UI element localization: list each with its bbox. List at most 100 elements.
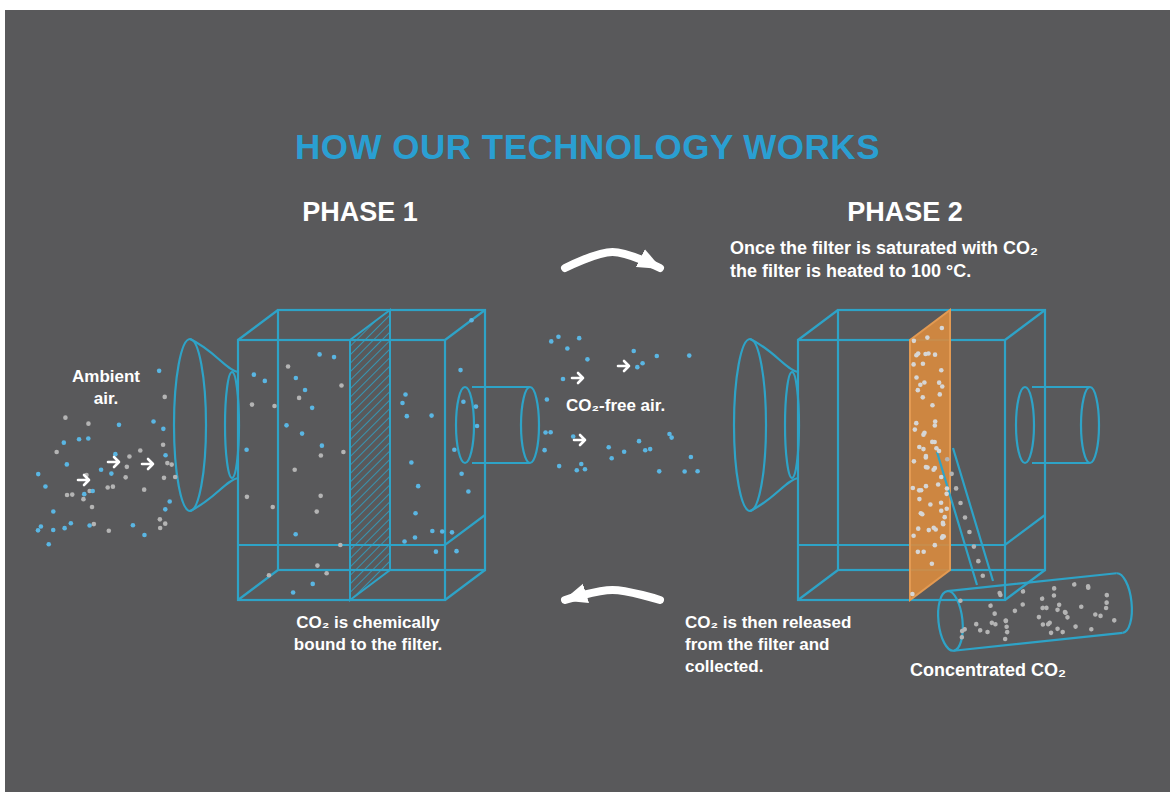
- molecule-dot: [928, 502, 933, 507]
- molecule-dot: [315, 563, 320, 568]
- filter-hatched: [350, 310, 390, 600]
- molecule-dot: [542, 448, 547, 453]
- molecule-dot: [924, 465, 929, 470]
- molecule-dot: [105, 485, 110, 490]
- molecule-dot: [163, 521, 168, 526]
- molecule-dot: [997, 590, 1002, 595]
- capture-unit: [174, 310, 539, 600]
- air-label: CO₂-free air.: [566, 395, 665, 417]
- molecule-dot: [454, 549, 459, 554]
- molecule-dot: [941, 522, 946, 527]
- molecule-dot: [320, 443, 325, 448]
- molecule-dot: [339, 383, 344, 388]
- molecule-dot: [912, 459, 917, 464]
- molecule-dot: [549, 339, 554, 344]
- molecule-dot: [86, 421, 91, 426]
- molecule-dot: [577, 336, 582, 341]
- cycle-arrow: [565, 252, 660, 268]
- molecule-dot: [939, 368, 944, 373]
- flow-arrow: [78, 475, 89, 485]
- molecule-dot: [1003, 636, 1008, 641]
- molecule-dot: [36, 472, 41, 477]
- molecule-dot: [405, 414, 410, 419]
- molecule-dot: [939, 475, 944, 480]
- molecule-dot: [99, 467, 104, 472]
- molecule-dot: [945, 486, 950, 491]
- molecule-dot: [967, 530, 972, 535]
- molecule-dot: [270, 505, 275, 510]
- phase-caption: CO₂ is then released from the filter and…: [685, 612, 885, 678]
- molecule-dot: [958, 501, 963, 506]
- molecule-dot: [263, 379, 268, 384]
- molecule-dot: [440, 529, 445, 534]
- molecule-dot: [466, 489, 471, 494]
- molecule-dot: [161, 427, 166, 432]
- molecule-dot: [579, 462, 584, 467]
- molecule-dot: [310, 582, 315, 587]
- molecule-dot: [324, 571, 329, 576]
- molecule-dot: [162, 476, 167, 481]
- molecule-dot: [284, 423, 289, 428]
- molecule-dot: [131, 523, 136, 528]
- molecule-dot: [557, 464, 562, 469]
- molecule-dot: [452, 447, 457, 452]
- flow-arrow: [574, 435, 585, 445]
- molecule-dot: [920, 395, 925, 400]
- air-label: Ambient air.: [58, 366, 154, 410]
- molecule-dot: [250, 402, 255, 407]
- molecule-dot: [945, 457, 950, 462]
- molecule-dot: [606, 445, 611, 450]
- molecule-dot: [936, 482, 941, 487]
- molecule-dot: [1020, 589, 1025, 594]
- molecule-dot: [914, 353, 919, 358]
- molecule-dot: [640, 361, 645, 366]
- tank-end: [1116, 572, 1134, 633]
- molecule-dot: [974, 622, 979, 627]
- molecule-dot: [635, 365, 640, 370]
- molecule-dot: [919, 511, 924, 516]
- molecule-dot: [682, 469, 687, 474]
- molecule-dot: [430, 529, 435, 534]
- molecule-dot: [583, 467, 588, 472]
- molecule-dot: [1003, 618, 1008, 623]
- molecule-dot: [400, 401, 405, 406]
- molecule-dot: [937, 449, 942, 454]
- molecule-dot: [985, 630, 990, 635]
- molecule-dot: [1057, 602, 1062, 607]
- molecule-dot: [403, 392, 408, 397]
- molecule-dot: [1005, 630, 1010, 635]
- molecule-dot: [565, 346, 570, 351]
- molecule-dot: [926, 351, 931, 356]
- molecule-dot: [1104, 600, 1109, 605]
- molecule-dot: [1104, 605, 1109, 610]
- molecule-dot: [158, 526, 163, 531]
- molecule-dot: [1089, 627, 1094, 632]
- molecule-dot: [918, 382, 923, 387]
- molecule-dot: [916, 526, 921, 531]
- molecule-dot: [1055, 607, 1060, 612]
- molecule-dot: [545, 397, 550, 402]
- molecule-dot: [543, 430, 548, 435]
- molecule-dot: [1063, 610, 1068, 615]
- molecule-dot: [297, 396, 302, 401]
- molecule-dot: [916, 550, 921, 555]
- molecule-dot: [914, 421, 919, 426]
- molecule-dot: [70, 492, 75, 497]
- molecule-dot: [319, 453, 324, 458]
- molecule-dot: [317, 352, 322, 357]
- molecule-dot: [292, 467, 297, 472]
- molecule-dot: [942, 515, 947, 520]
- molecule-dot: [157, 369, 162, 374]
- molecule-dot: [648, 447, 653, 452]
- molecule-dot: [1060, 630, 1065, 635]
- phase-heading: PHASE 1: [260, 195, 460, 230]
- molecule-dot: [911, 362, 916, 367]
- molecule-dot: [949, 472, 954, 477]
- co2-tank: [935, 572, 1134, 652]
- cycle-arrow: [565, 590, 660, 600]
- molecule-dot: [1003, 619, 1008, 624]
- molecule-dot: [173, 475, 178, 480]
- flow-arrows: [78, 361, 629, 485]
- molecule-dot: [1079, 604, 1084, 609]
